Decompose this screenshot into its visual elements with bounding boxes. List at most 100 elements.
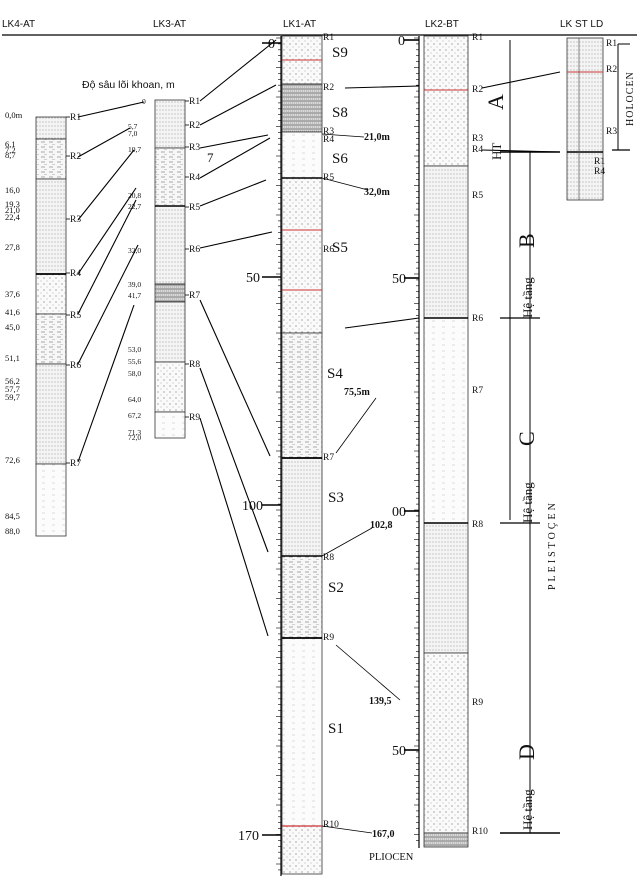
pleistocene-label: PLEISTOÇEN xyxy=(547,500,558,590)
lk2-scale-3: 50 xyxy=(392,744,406,759)
formation-b-letter: B xyxy=(514,233,539,248)
lk3-depth-2: 7,0 xyxy=(128,129,138,138)
lk4-depth-16: 72,6 xyxy=(5,455,20,465)
lk4-depth-10: 41,6 xyxy=(5,307,20,317)
lk2-marker-r4: R4 xyxy=(472,145,483,155)
lk3-depth-5: 22,7 xyxy=(128,202,141,211)
lk1-marker-r4: R4 xyxy=(323,135,334,145)
lk2-marker-r6: R6 xyxy=(472,314,483,324)
lk3-marker-r3: R3 xyxy=(189,143,200,153)
lk1-unit-s6: S6 xyxy=(332,151,348,167)
lk4-depth-15: 59,7 xyxy=(5,392,20,402)
lkst-marker-0: R1 xyxy=(606,39,617,49)
lk4-marker-r4: R4 xyxy=(70,269,81,279)
lk3-depth-7: 39,0 xyxy=(128,280,141,289)
holocene-bracket xyxy=(612,43,630,151)
formation-0-prefix: HT xyxy=(489,143,504,160)
lk4-depth-4: 16,0 xyxy=(5,185,20,195)
lk3-depth-9: 53,0 xyxy=(128,345,141,354)
lk3-depth-12: 64,0 xyxy=(128,395,141,404)
lk3-depth-14: 71,3 xyxy=(128,428,141,437)
lk4-depth-1: 6,1 xyxy=(5,139,16,149)
lk1-marker-r1: R1 xyxy=(323,33,334,43)
lk1-scale-ticks: 0 50 100 170 xyxy=(238,37,281,844)
lk3-marker-r9: R9 xyxy=(189,413,200,423)
lk1-callout-3: 102,8 xyxy=(370,520,393,531)
lk3-marker-r8: R8 xyxy=(189,360,200,370)
lk1-callout-1: 32,0m xyxy=(364,187,391,198)
lk1-callout-5: 167,0 xyxy=(372,829,395,840)
lk3-depth-13: 67,2 xyxy=(128,411,141,420)
lk1-marker-r2: R2 xyxy=(323,83,334,93)
lk1-scale-1: 50 xyxy=(246,271,260,286)
lk3-column xyxy=(154,99,186,439)
lk3-marker-r7: R7 xyxy=(189,291,200,301)
formation-a-letter: A xyxy=(483,94,508,110)
lk3-depth-15: 72,0 xyxy=(128,433,141,442)
lk2-marker-r2: R2 xyxy=(472,85,483,95)
lk4-marker-r3: R3 xyxy=(70,215,81,225)
lk4-depth-0: 0,0m xyxy=(5,110,23,120)
lk3-depth-0: 0 xyxy=(142,97,146,106)
lk4-depth-11: 45,0 xyxy=(5,322,20,332)
lk1-unit-s4: S4 xyxy=(327,366,343,382)
lk1-title: LK1-AT xyxy=(283,19,316,30)
lk2-marker-r10: R10 xyxy=(472,827,488,837)
lk2-column xyxy=(418,35,469,848)
lk4-marker-r1: R1 xyxy=(70,113,81,123)
lk3-depth-1: 5,7 xyxy=(128,122,138,131)
lk4-marker-r2: R2 xyxy=(70,152,81,162)
lk2-scale-1: 50 xyxy=(392,272,406,287)
lk4-depth-5: 19,3 xyxy=(5,199,20,209)
lk3-depth-4: 20,8 xyxy=(128,191,141,200)
lk4-depth-labels: 0,0m6,17,28,716,019,321,022,427,837,641,… xyxy=(5,110,23,536)
lk4-depth-14: 57,7 xyxy=(5,384,20,394)
lkst-marker-4: R4 xyxy=(594,167,605,177)
lk4-depth-2: 7,2 xyxy=(5,145,16,155)
lk1-callout-2: 75,5m xyxy=(344,387,371,398)
pliocene-label: PLIOCEN xyxy=(369,852,414,863)
lk4-marker-r7: R7 xyxy=(70,459,81,469)
lk3-depth-10: 55,6 xyxy=(128,357,141,366)
lk1-scale-0: 0 xyxy=(268,37,275,52)
lk2-marker-r5: R5 xyxy=(472,191,483,201)
lk1-marker-r6: R6 xyxy=(323,245,334,255)
lk1-unit-s3: S3 xyxy=(328,490,344,506)
lk3-depth-11: 58,0 xyxy=(128,369,141,378)
lk4-depth-3: 8,7 xyxy=(5,150,16,160)
lk2-marker-r7: R7 xyxy=(472,386,483,396)
lk4-depth-8: 27,8 xyxy=(5,242,20,252)
lk2-scale-2: 00 xyxy=(392,505,406,520)
lk1-marker-r5: R5 xyxy=(323,173,334,183)
lkst-marker-2: R3 xyxy=(606,127,617,137)
lk1-marker-r10: R10 xyxy=(323,820,339,830)
lk2-depth-ruler xyxy=(414,37,419,841)
lkst-marker-1: R2 xyxy=(606,65,617,75)
formation-2-prefix: Hệ tầng xyxy=(520,482,535,523)
lkst-column xyxy=(566,37,604,201)
lk4-marker-r6: R6 xyxy=(70,361,81,371)
lkst-marker-3: R1 xyxy=(594,157,605,167)
lk1-scale-3: 170 xyxy=(238,829,259,844)
lk1-column xyxy=(280,35,323,876)
lk2-title: LK2-BT xyxy=(425,19,459,30)
lk3-title: LK3-AT xyxy=(153,19,186,30)
lk4-depth-9: 37,6 xyxy=(5,289,20,299)
formation-d-letter: D xyxy=(514,744,539,760)
lk1-scale-2: 100 xyxy=(242,499,263,514)
formation-c-letter: C xyxy=(514,431,539,446)
lk1-unit-s1: S1 xyxy=(328,721,344,737)
lk3-depth-8: 41,7 xyxy=(128,291,141,300)
lk2-scale-0: 0 xyxy=(398,34,405,49)
lk3-marker-r5: R5 xyxy=(189,203,200,213)
lk3-marker-r2: R2 xyxy=(189,121,200,131)
lk3-marker-r1: R1 xyxy=(189,97,200,107)
lk1-callout-4: 139,5 xyxy=(369,696,392,707)
lk4-depth-18: 88,0 xyxy=(5,526,20,536)
